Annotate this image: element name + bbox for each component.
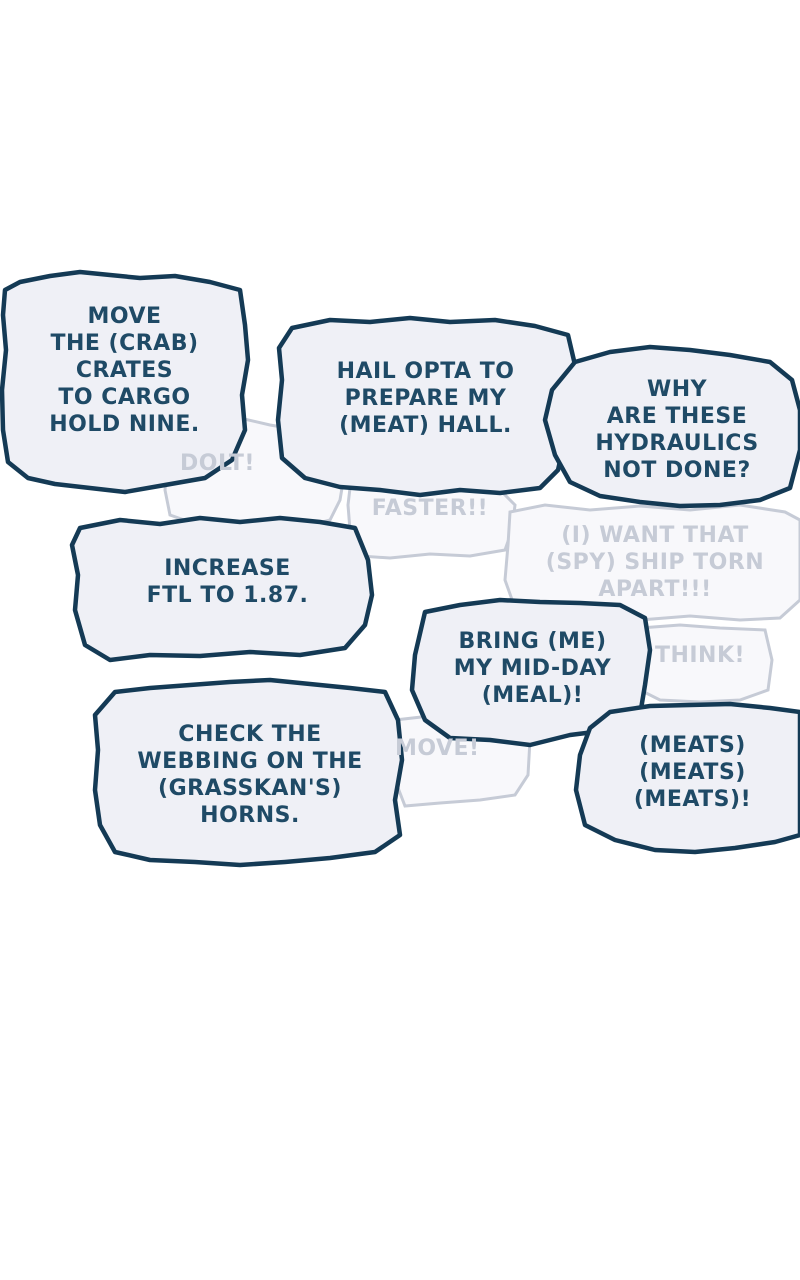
bubble-hail-opta — [275, 315, 578, 498]
bubble-hydraulics — [542, 344, 800, 509]
bubble-text-hail-opta: HAIL OPTA TO PREPARE MY (MEAT) HALL. — [336, 359, 515, 438]
bubble-text-hydraulics: WHY ARE THESE HYDRAULICS NOT DONE? — [595, 377, 759, 483]
bubble-meats — [573, 701, 800, 855]
faded-bubble-think — [638, 623, 774, 704]
bubble-ftl — [69, 515, 375, 663]
faded-text-want-ship: (I) WANT THAT (SPY) SHIP TORN APART!!! — [545, 523, 765, 602]
faded-text-think: THINK! — [654, 642, 746, 668]
bubble-text-move-crates: MOVE THE (CRAB) CRATES TO CARGO HOLD NIN… — [49, 303, 200, 437]
bubble-text-ftl: INCREASE FTL TO 1.87. — [146, 556, 309, 608]
bubble-text-meats: (MEATS) (MEATS) (MEATS)! — [633, 733, 752, 812]
faded-text-faster: FASTER!! — [371, 495, 489, 521]
bubble-check-webbing — [92, 677, 405, 868]
bubble-text-check-webbing: CHECK THE WEBBING ON THE (GRASSKAN'S) HO… — [137, 722, 363, 828]
bubble-move-crates — [0, 269, 251, 495]
bubble-text-bring-meal: BRING (ME) MY MID-DAY (MEAL)! — [453, 629, 612, 708]
faded-text-move: MOVE! — [395, 735, 480, 761]
faded-text-dolt: DOLT! — [180, 450, 255, 476]
